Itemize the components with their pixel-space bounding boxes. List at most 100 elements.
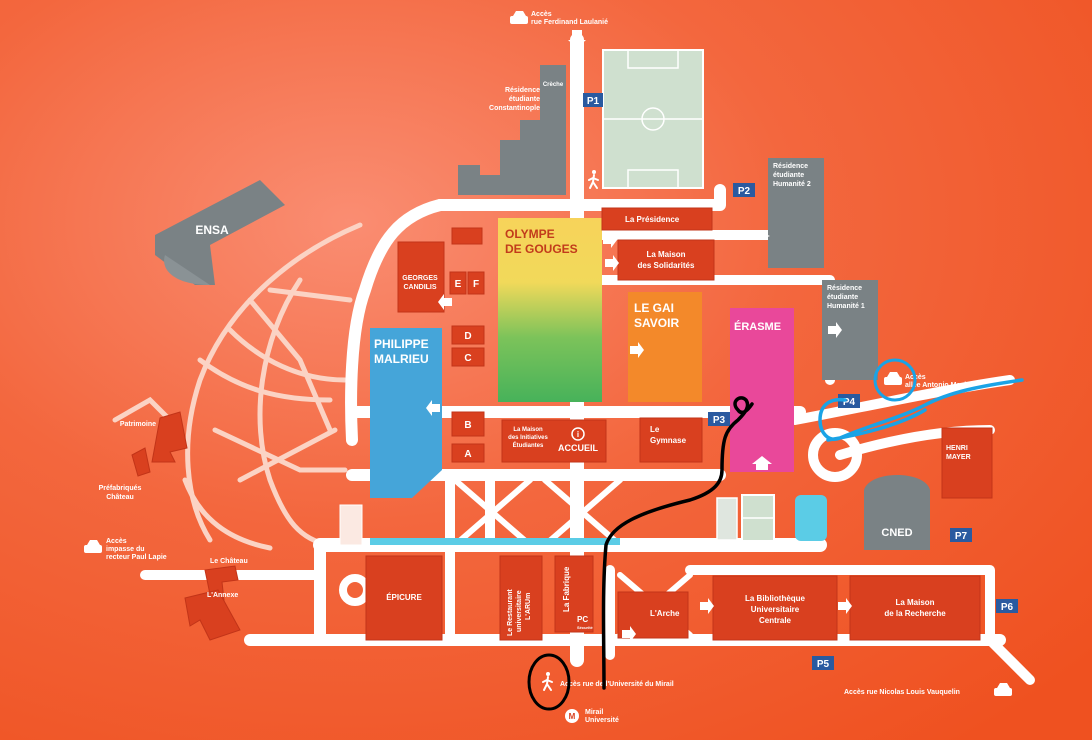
pc-label: PC [577,615,588,624]
prefabriques-building [131,447,151,477]
stairs-west [339,504,363,546]
svg-text:LE GAI: LE GAI [634,301,674,315]
svg-text:Étudiantes: Étudiantes [513,441,544,449]
svg-text:Constantinople: Constantinople [489,105,540,112]
svg-text:L'ARUm: L'ARUm [525,593,532,620]
access-paul-lapie: Accès impasse du recteur Paul Lapie [84,538,167,561]
red-buildings [131,207,993,641]
building-c [451,347,485,367]
la-presidence [601,207,713,231]
svg-text:recteur Paul Lapie: recteur Paul Lapie [106,554,167,561]
building-f [467,271,485,295]
olympe-de-gouges [498,218,602,402]
parking-p5: P5 [812,656,834,670]
svg-text:Résidence: Résidence [773,163,808,170]
annotation-blue-route [818,378,1024,442]
svg-text:P6: P6 [1001,602,1014,613]
pedestrian-icon [542,672,553,691]
svg-text:PHILIPPE: PHILIPPE [374,337,429,351]
svg-text:B: B [464,420,471,431]
gymnase-label: Le Gymnase [650,425,687,445]
parking-p1: P1 [583,93,603,107]
svg-text:rue Ferdinand Laulanié: rue Ferdinand Laulanié [531,19,608,26]
svg-text:Accès: Accès [106,538,127,545]
annotation-black-route [601,396,754,690]
svg-text:P5: P5 [817,659,830,670]
metro-icon [565,709,579,723]
la-fabrique [554,555,594,633]
parking-p3: P3 [708,412,730,426]
car-icon [510,11,528,24]
svg-text:Le: Le [650,425,660,434]
residence-humanite-2-label: Résidence étudiante Humanité 2 [773,163,811,188]
patrimoine-building [151,411,188,463]
svg-text:Centrale: Centrale [759,616,792,625]
svg-text:La Maison: La Maison [895,598,934,607]
la-fabrique-label: La Fabrique [562,566,571,612]
building-d [451,325,485,345]
prefabriques-label: Préfabriqués Château [99,485,142,501]
svg-text:allée Antonio Machado: allée Antonio Machado [905,382,981,389]
parking-p2: P2 [733,183,755,197]
svg-text:E: E [455,279,462,290]
residence-humanite-2 [768,158,824,268]
building-a [451,443,485,463]
svg-text:Universitaire: Universitaire [751,605,800,614]
svg-text:P1: P1 [587,96,600,107]
larche-label: L'Arche [650,609,680,618]
svg-text:GEORGES: GEORGES [402,275,438,282]
erasme-label: ÉRASME [734,320,781,333]
ensa-building: ENSA [155,180,285,285]
access-mirail: Accès rue de l'Université du Mirail [542,672,674,691]
parking-badges: P1 P2 P3 P4 P5 P6 P7 [583,93,1018,670]
svg-text:Gymnase: Gymnase [650,436,687,445]
small-court [716,494,827,542]
georges-candilis [397,241,445,313]
cned-building [864,475,930,550]
residence-constantinople [458,65,566,195]
ensa-label: ENSA [195,223,229,237]
henri-mayer [941,427,993,499]
restaurant [499,555,543,641]
svg-text:impasse du: impasse du [106,546,145,553]
football-field [602,49,704,189]
svg-text:Humanité 1: Humanité 1 [827,303,865,310]
svg-text:Accès rue Nicolas Louis Vauque: Accès rue Nicolas Louis Vauquelin [844,689,960,696]
svg-text:Résidence: Résidence [827,285,862,292]
svg-text:universitaire: universitaire [516,590,523,632]
svg-text:OLYMPE: OLYMPE [505,227,555,241]
svg-text:i: i [577,430,579,439]
access-vauquelin: Accès rue Nicolas Louis Vauquelin [844,683,1012,696]
car-icon [994,683,1012,696]
svg-text:SAVOIR: SAVOIR [634,316,679,330]
svg-text:P3: P3 [713,415,726,426]
parking-p4: P4 [838,394,860,408]
bibliotheque [712,575,838,641]
svg-text:CANDILIS: CANDILIS [403,284,436,291]
svg-text:Humanité 2: Humanité 2 [773,181,811,188]
epicure-label: ÉPICURE [386,593,422,602]
le-chateau-label: Le Château [210,558,248,565]
svg-text:de la Recherche: de la Recherche [884,609,946,618]
svg-text:étudiante: étudiante [827,294,858,301]
car-icon [884,372,902,385]
metro-station: M Mirail Université [565,709,619,724]
erasme [730,308,794,472]
philippe-malrieu [370,328,442,498]
car-icon [84,540,102,553]
lannexe-label: L'Annexe [207,592,238,599]
svg-text:La Maison: La Maison [513,427,543,433]
roundabout [808,428,862,482]
svg-text:P2: P2 [738,186,751,197]
maison-solidarites [617,239,715,281]
parking-p7: P7 [950,528,972,542]
svg-text:HENRI: HENRI [946,445,968,452]
svg-text:Le Restaurant: Le Restaurant [507,589,514,636]
accueil-marker: i ACCUEIL [558,427,599,453]
svg-text:La Bibliothèque: La Bibliothèque [745,594,806,603]
svg-text:Château: Château [106,494,134,501]
restaurant-label: Le Restaurant universitaire L'ARUm [507,589,532,636]
annotation-black-circle [527,653,571,711]
svg-text:Accès: Accès [531,11,552,18]
